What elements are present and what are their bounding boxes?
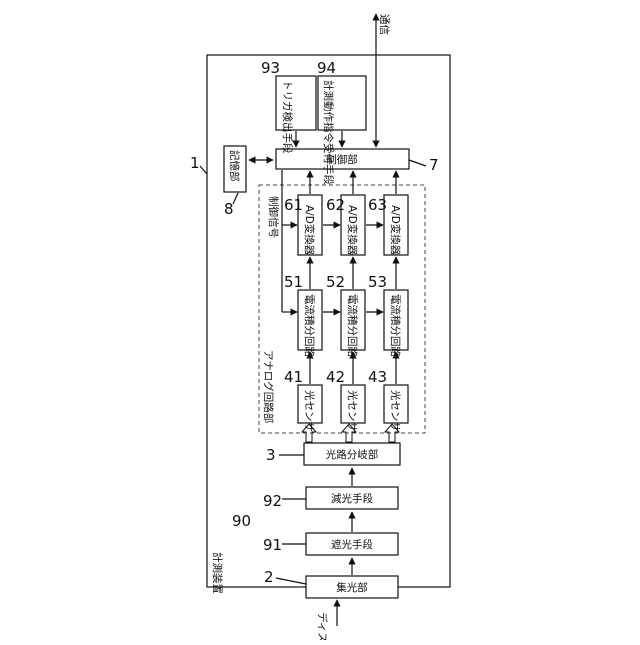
- integrator-2-label: 電流積分回路: [346, 294, 359, 357]
- memory-leader: [233, 193, 238, 204]
- sensor-2-number: 42: [326, 368, 345, 386]
- integrator-1-number: 51: [284, 273, 303, 291]
- attenuation-number: 92: [263, 492, 282, 510]
- control-signal-label: 制御信号: [267, 196, 280, 238]
- analog-circuit-label: アナログ回路部: [262, 350, 275, 423]
- condenser-leader: [276, 578, 306, 584]
- integrator-3-number: 53: [368, 273, 387, 291]
- command-number: 94: [317, 59, 336, 77]
- condenser-number: 2: [264, 568, 274, 586]
- device-label: 計測装置: [211, 552, 224, 594]
- adc-1-number: 61: [284, 196, 303, 214]
- display-label: ディスプレイ: [316, 612, 329, 640]
- device-leader: [200, 166, 207, 174]
- integrator-1-label: 電流積分回路: [303, 294, 316, 357]
- sensor-2-label: 光センサ: [346, 390, 359, 432]
- condenser-label: 集光部: [336, 581, 368, 594]
- controller-leader: [409, 160, 426, 166]
- sensor-1-label: 光センサ: [303, 390, 316, 432]
- shading-label: 遮光手段: [331, 538, 373, 551]
- adc-3-label: A/D変換器: [389, 205, 402, 256]
- shading-number: 91: [263, 536, 282, 554]
- splitter-label: 光路分岐部: [326, 448, 379, 461]
- sensor-1-number: 41: [284, 368, 303, 386]
- splitter-number: 3: [266, 446, 276, 464]
- integrator-3-label: 電流積分回路: [389, 294, 402, 357]
- sensor-3-number: 43: [368, 368, 387, 386]
- controller-number: 7: [429, 156, 439, 174]
- light-group-number: 90: [232, 512, 251, 530]
- adc-1-label: A/D変換器: [303, 205, 316, 256]
- trigger-number: 93: [261, 59, 280, 77]
- command-label: 計測動作指令受付手段: [322, 80, 335, 185]
- memory-label: 記憶部: [228, 150, 241, 182]
- sensor-3-label: 光センサ: [389, 390, 402, 432]
- device-number: 1: [190, 154, 200, 172]
- trigger-label: トリガ検出手段: [281, 80, 294, 154]
- adc-3-number: 63: [368, 196, 387, 214]
- attenuation-label: 減光手段: [331, 492, 373, 505]
- adc-2-label: A/D変換器: [346, 205, 359, 256]
- communication-label: 通信: [378, 14, 390, 35]
- memory-number: 8: [224, 200, 234, 218]
- adc-2-number: 62: [326, 196, 345, 214]
- integrator-2-number: 52: [326, 273, 345, 291]
